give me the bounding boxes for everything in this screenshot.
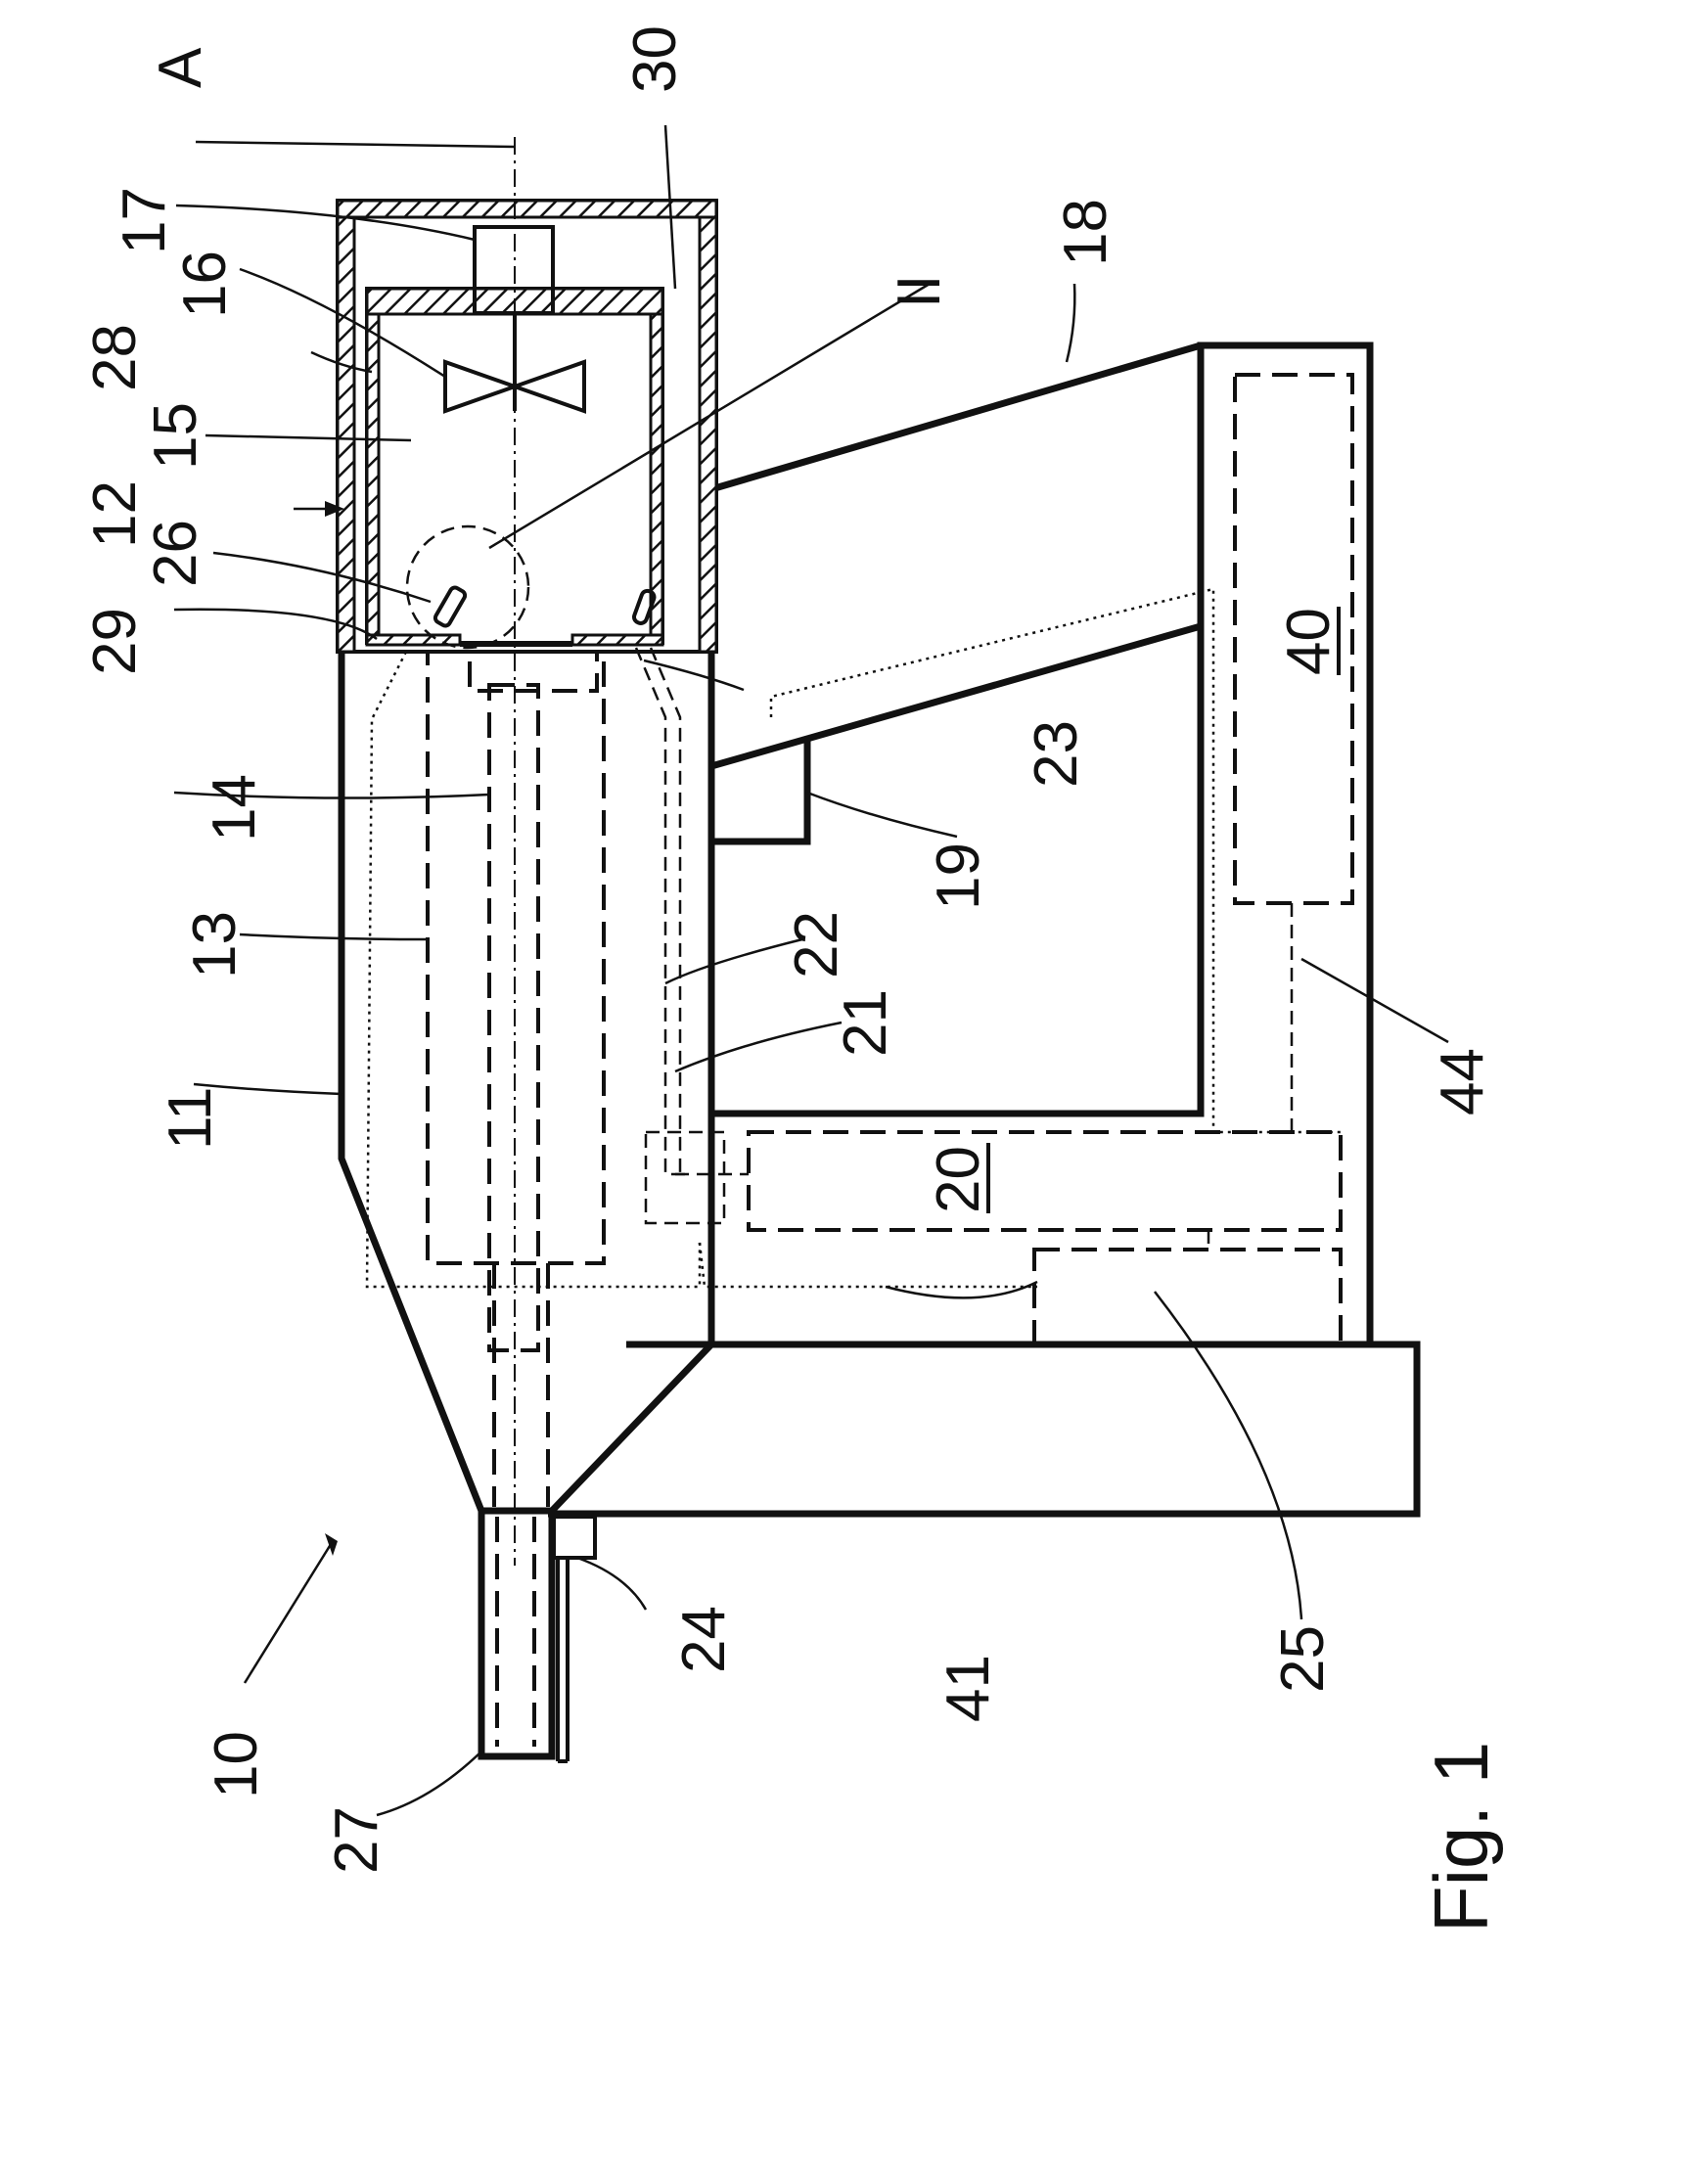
label-15: 15 <box>142 402 209 470</box>
label-40: 40 <box>1275 608 1343 675</box>
label-27: 27 <box>323 1806 390 1874</box>
label-26: 26 <box>142 520 209 587</box>
dotted-wiring <box>367 589 1341 1287</box>
figure-caption: Fig. 1 <box>1418 1742 1504 1933</box>
label-25: 25 <box>1269 1625 1337 1693</box>
label-17: 17 <box>111 187 178 254</box>
label-44: 44 <box>1429 1048 1496 1115</box>
label-28: 28 <box>81 324 149 391</box>
label-22: 22 <box>783 911 850 978</box>
control-boxes <box>636 375 1352 1344</box>
label-24: 24 <box>670 1606 738 1673</box>
label-19: 19 <box>925 842 992 910</box>
base-frame <box>548 345 1417 1514</box>
label-30: 30 <box>621 25 689 93</box>
label-II: II <box>886 275 953 308</box>
label-14: 14 <box>201 774 268 842</box>
label-20: 20 <box>925 1146 992 1213</box>
label-41: 41 <box>935 1655 1002 1722</box>
main-housing <box>342 652 711 1761</box>
label-16: 16 <box>171 250 239 318</box>
box-20 <box>749 1132 1341 1230</box>
label-23: 23 <box>1023 720 1090 788</box>
head-unit <box>338 201 716 652</box>
label-29: 29 <box>81 608 149 675</box>
label-11: 11 <box>157 1087 224 1150</box>
label-13: 13 <box>181 911 249 978</box>
label-10: 10 <box>203 1731 270 1798</box>
label-21: 21 <box>832 989 899 1057</box>
label-12: 12 <box>81 480 149 548</box>
box-25 <box>1034 1250 1341 1344</box>
label-A: A <box>147 47 214 88</box>
label-18: 18 <box>1052 199 1119 266</box>
